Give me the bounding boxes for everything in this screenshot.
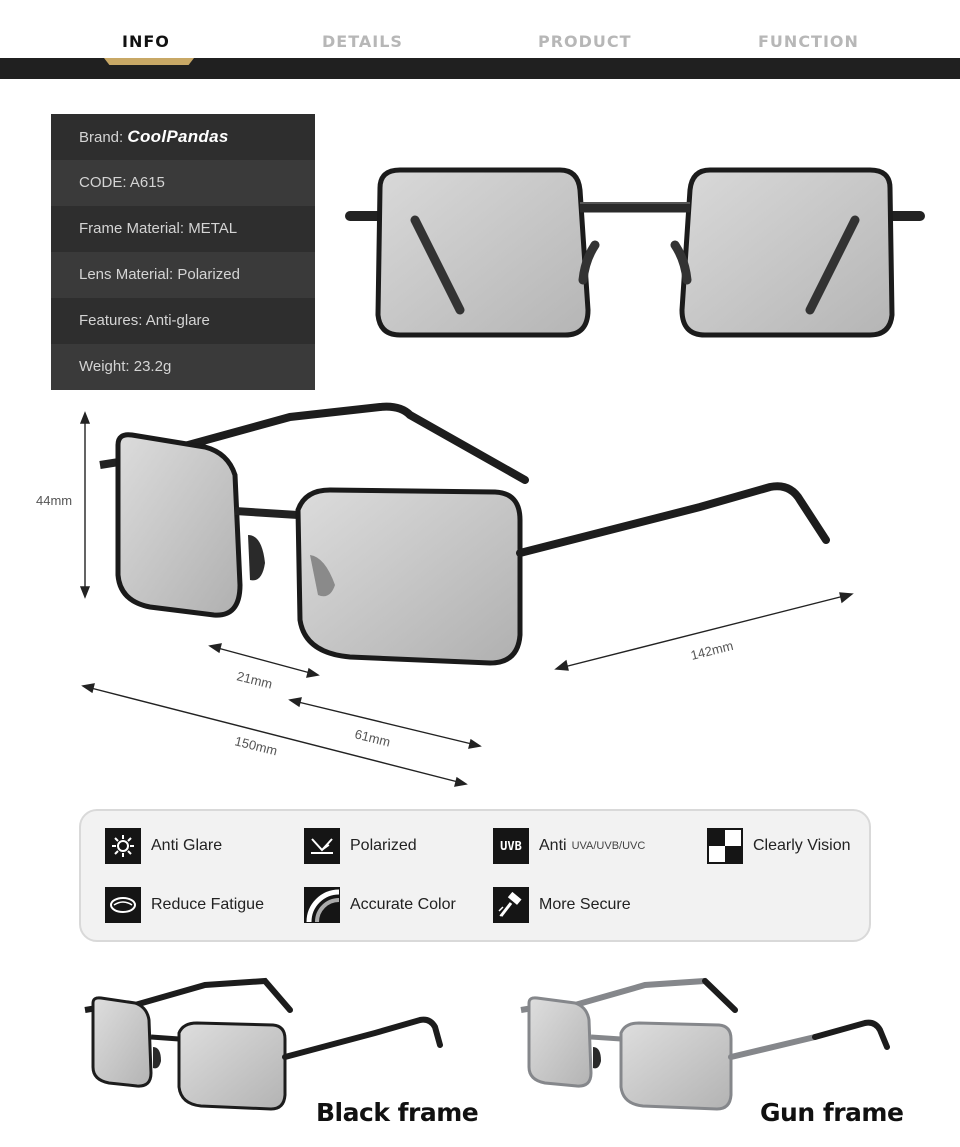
tab-details[interactable]: DETAILS <box>322 32 403 51</box>
glasses-dimension-diagram: 44mm 142mm 21mm 61mm 150mm <box>36 402 854 787</box>
feature-accurate-color: Accurate Color <box>304 887 456 923</box>
active-tab-indicator <box>104 58 194 65</box>
feature-anti-uv: UVB Anti UVA/UVB/UVC <box>493 828 645 864</box>
tab-underline-bar <box>0 58 960 79</box>
checker-icon <box>707 828 743 864</box>
dimension-lens-label: 61mm <box>353 726 392 749</box>
feature-anti-glare: Anti Glare <box>105 828 222 864</box>
glasses-front-view <box>345 167 925 338</box>
uvb-icon-text: UVB <box>500 839 522 853</box>
feature-reduce-fatigue: Reduce Fatigue <box>105 887 264 923</box>
spec-row-weight: Weight: 23.2g <box>51 344 315 390</box>
caption-gun-frame: Gun frame <box>760 1098 904 1127</box>
spec-row-features: Features: Anti-glare <box>51 298 315 344</box>
polarized-icon <box>304 828 340 864</box>
dimension-temple-label: 142mm <box>689 638 735 663</box>
tab-product[interactable]: PRODUCT <box>538 32 632 51</box>
dimension-total-label: 150mm <box>233 733 279 758</box>
brand-label: Brand: <box>79 129 124 146</box>
dimension-height-label: 44mm <box>36 493 72 508</box>
glasses-gun-frame <box>520 977 890 1111</box>
hammer-icon <box>493 887 529 923</box>
feature-polarized: Polarized <box>304 828 417 864</box>
feature-sublabel: UVA/UVB/UVC <box>571 840 646 852</box>
spec-row-code: CODE: A615 <box>51 160 315 206</box>
feature-label: Anti <box>539 837 567 854</box>
tab-bar: INFO DETAILS PRODUCT FUNCTION <box>0 0 960 60</box>
feature-more-secure: More Secure <box>493 887 631 923</box>
spec-row-brand: Brand: CoolPandas <box>51 114 315 160</box>
feature-label: More Secure <box>539 896 631 913</box>
color-arc-icon <box>304 887 340 923</box>
feature-label: Reduce Fatigue <box>151 896 264 913</box>
feature-label: Accurate Color <box>350 896 456 913</box>
eye-icon <box>105 887 141 923</box>
uvb-icon: UVB <box>493 828 529 864</box>
sun-icon <box>105 828 141 864</box>
tab-info[interactable]: INFO <box>122 32 170 51</box>
spec-table: Brand: CoolPandas CODE: A615 Frame Mater… <box>51 114 315 390</box>
tab-function[interactable]: FUNCTION <box>758 32 859 51</box>
caption-black-frame: Black frame <box>316 1098 479 1127</box>
feature-label: Polarized <box>350 837 417 854</box>
brand-logo: CoolPandas <box>127 127 229 146</box>
dimension-bridge-label: 21mm <box>235 668 274 691</box>
feature-label: Anti Glare <box>151 837 223 854</box>
spec-row-frame-material: Frame Material: METAL <box>51 206 315 252</box>
feature-label: Clearly Vision <box>753 837 851 854</box>
spec-row-lens-material: Lens Material: Polarized <box>51 252 315 298</box>
features-panel: Anti Glare Polarized UVB Anti UVA/UVB/UV… <box>79 809 871 942</box>
glasses-black-frame <box>84 977 443 1111</box>
feature-clearly-vision: Clearly Vision <box>707 828 851 864</box>
